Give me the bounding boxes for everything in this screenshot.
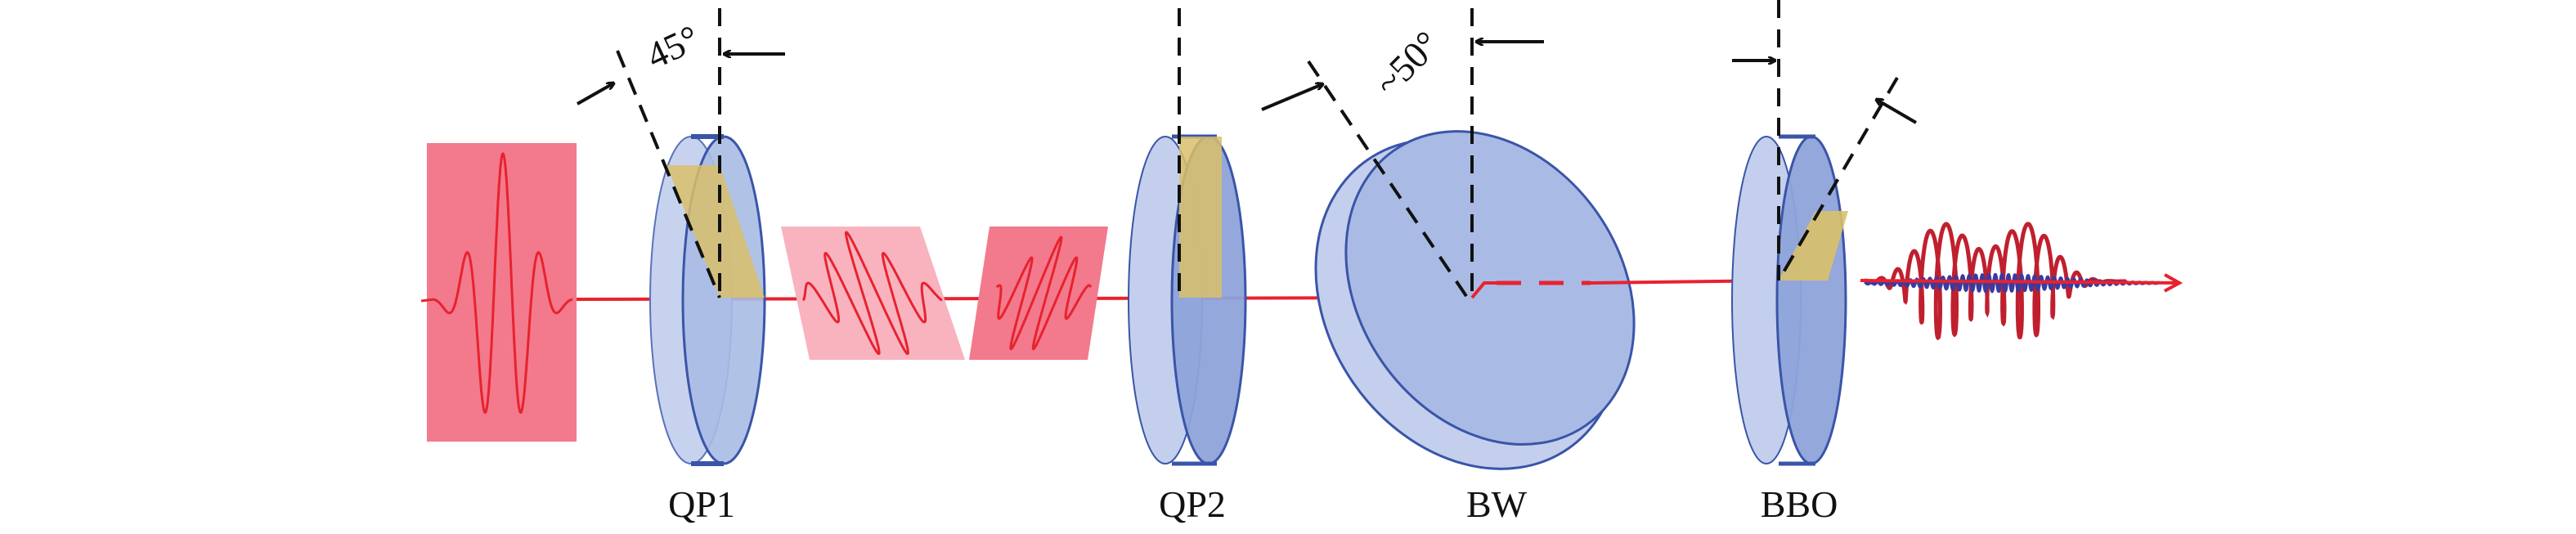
bw-label: BW	[1466, 483, 1528, 525]
output-harmonic-waveform	[1864, 272, 2159, 294]
split-pulses	[781, 227, 1108, 360]
qp1-angle-label: 45°	[640, 17, 706, 77]
bw-angled-dash	[1307, 60, 1470, 300]
input-pulse	[420, 143, 577, 442]
output-beam-arrow	[1860, 280, 2179, 283]
qp2-plate	[1128, 8, 1247, 466]
qp1-arrow-left	[577, 83, 613, 105]
bbo-label: BBO	[1761, 483, 1838, 525]
bw-plate: ~50°	[1261, 8, 1636, 470]
bbo-arrow-left	[1877, 100, 1918, 124]
qp1-plate: 45°	[577, 8, 785, 466]
bbo-crystal	[1731, 0, 1918, 466]
bbo-angled-dash	[1777, 76, 1899, 282]
input-pulse-box	[427, 143, 577, 442]
fast-pulse-waveform	[995, 236, 1093, 351]
output-pulse	[1860, 222, 2179, 341]
qp2-optic-axis-region	[1179, 137, 1222, 298]
slow-pulse-waveform	[801, 231, 943, 356]
bw-beam-shift	[1470, 281, 1497, 299]
qp1-label: QP1	[668, 483, 735, 525]
qp1-optic-axis-region	[666, 165, 765, 298]
bw-arrow-left	[1261, 84, 1322, 111]
bbo-optic-axis-region	[1779, 211, 1848, 280]
qp2-label: QP2	[1159, 483, 1226, 525]
input-pulse-waveform	[420, 152, 573, 415]
bw-angle-label: ~50°	[1367, 23, 1447, 104]
qp1-angled-dash	[616, 50, 721, 298]
split-pulse-slow	[781, 227, 965, 360]
